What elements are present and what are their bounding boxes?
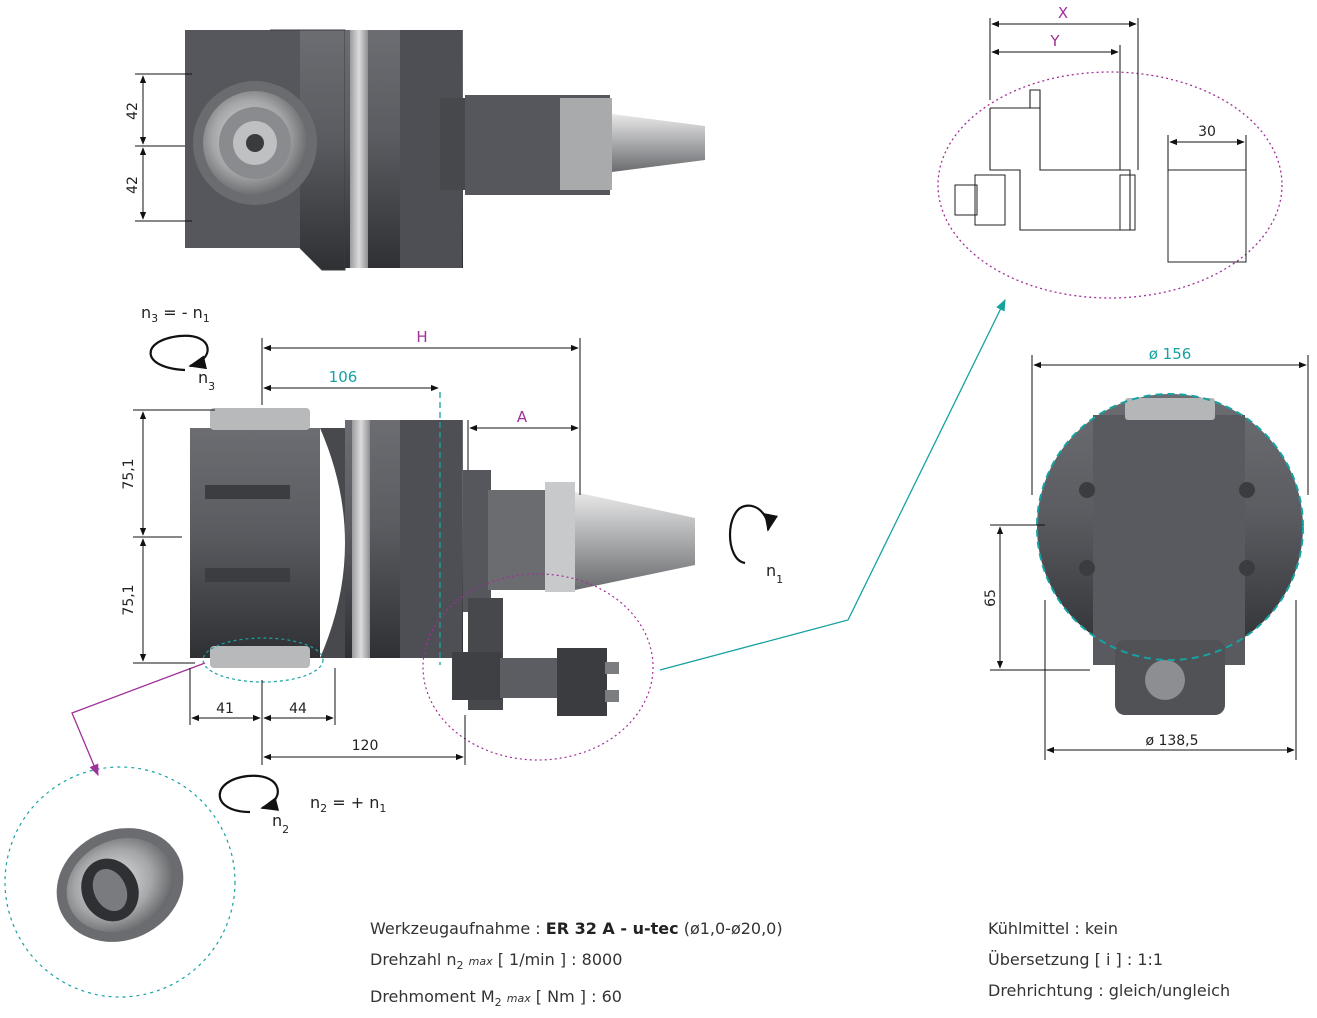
- spec-direction: Drehrichtung : gleich/ungleich: [988, 981, 1231, 1000]
- tool-shank-cone: [612, 114, 705, 172]
- collet-callout-ellipse: [202, 637, 324, 683]
- svg-text:n3: n3: [198, 368, 215, 393]
- dim-120: 120: [352, 738, 379, 754]
- dim-41: 41: [216, 701, 234, 717]
- dim-dia-138-5: ø 138,5: [1145, 733, 1198, 749]
- scale-ring: [350, 30, 368, 268]
- rotation-arrow-n3-icon: [149, 334, 209, 372]
- spec-coolant: Kühlmittel : kein: [988, 919, 1118, 938]
- specs-left: Werkzeugaufnahme : ER 32 A - u-tec (ø1,0…: [370, 913, 783, 1018]
- detail-callout-ellipse: [422, 573, 654, 761]
- svg-text:n2: n2: [272, 811, 289, 836]
- spec-ratio: Übersetzung [ i ] : 1:1: [988, 950, 1164, 969]
- dim-75-1-upper: 75,1: [121, 458, 137, 489]
- rotation-arrow-n2-icon: [218, 774, 280, 814]
- dim-top-42-lower: 42: [125, 176, 141, 194]
- dim-dia-156: ø 156: [1149, 345, 1192, 363]
- front-view: [1036, 393, 1304, 715]
- spec-speed: Drehzahl n2 max [ 1/min ] : 8000: [370, 950, 623, 972]
- dim-30: 30: [1198, 124, 1216, 140]
- detail-callout-line: [659, 298, 1006, 671]
- dim-75-1-lower: 75,1: [121, 584, 137, 615]
- specs-right: Kühlmittel : kein Übersetzung [ i ] : 1:…: [988, 913, 1230, 1006]
- dim-h: H: [416, 328, 427, 346]
- dimension-lines: [133, 18, 1309, 765]
- svg-text:n2 = + n1: n2 = + n1: [310, 793, 386, 815]
- collet-callout-line: [71, 662, 206, 777]
- rotation-arrow-n1-icon: [728, 504, 778, 565]
- spec-torque: Drehmoment M2 max [ Nm ] : 60: [370, 987, 622, 1009]
- dim-top-42-upper: 42: [125, 102, 141, 120]
- rotation-n2: n2 n2 = + n1: [218, 774, 386, 836]
- svg-text:n3 = - n1: n3 = - n1: [141, 303, 210, 325]
- top-view: [185, 29, 705, 271]
- dim-106: 106: [329, 368, 358, 386]
- dim-x: X: [1058, 4, 1068, 22]
- rotation-n3: n3 = - n1 n3: [141, 303, 215, 393]
- spec-tool-holder: Werkzeugaufnahme : ER 32 A - u-tec (ø1,0…: [370, 919, 783, 938]
- dim-44: 44: [289, 701, 307, 717]
- detail-view: [937, 71, 1283, 299]
- svg-text:n1: n1: [766, 561, 783, 586]
- dim-y: Y: [1049, 32, 1060, 50]
- rotation-n1: n1: [728, 504, 783, 586]
- side-view: [190, 408, 695, 716]
- dim-a: A: [517, 408, 528, 426]
- dim-65: 65: [983, 589, 999, 607]
- collet-detail: [4, 766, 236, 998]
